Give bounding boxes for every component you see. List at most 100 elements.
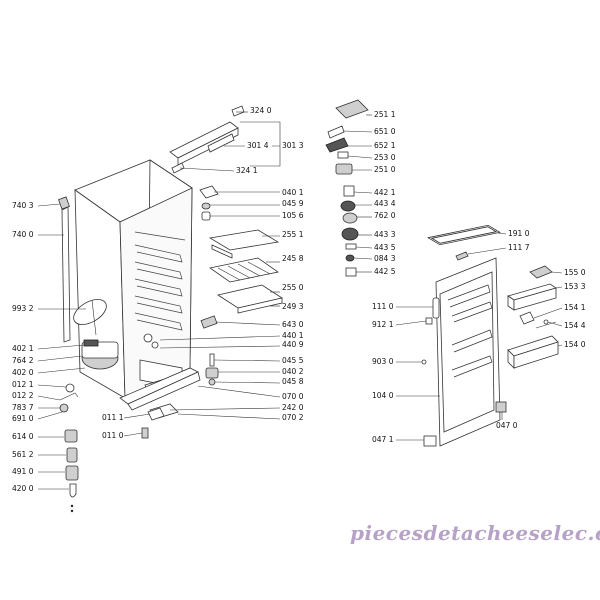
leader-line-p6430 — [215, 321, 281, 326]
leader-line-p4435 — [355, 246, 373, 249]
part-label-p2550: 255 0 — [282, 283, 304, 292]
part-label-p0111: 011 1 — [102, 413, 124, 422]
leader-line-p0110 — [123, 432, 143, 437]
leader-line-p4020 — [37, 367, 86, 374]
leader-line-p0458 — [214, 381, 281, 384]
part-label-p4421: 442 1 — [374, 188, 396, 197]
part-label-p9932: 993 2 — [12, 304, 34, 313]
fridge-cabinet — [74, 159, 201, 411]
part-label-p0110: 011 0 — [102, 431, 124, 440]
leader-line-p4021 — [37, 344, 85, 350]
part-label-p1540: 154 0 — [564, 340, 586, 349]
leader-line-p0455 — [213, 359, 281, 362]
gasket-strip-740 — [58, 196, 71, 343]
part-label-p0455: 045 5 — [282, 356, 304, 365]
part-label-p4425: 442 5 — [374, 267, 396, 276]
part-label-p4433: 443 3 — [374, 230, 396, 239]
part-label-p1040: 104 0 — [372, 391, 394, 400]
part-label-p2511: 251 1 — [374, 110, 396, 119]
part-label-p2530: 253 0 — [374, 153, 396, 162]
part-label-p1056: 105 6 — [282, 211, 304, 220]
leader-line-p1117 — [467, 247, 507, 255]
leader-line-p0843 — [353, 257, 373, 260]
part-label-p9030: 903 0 — [372, 357, 394, 366]
leader-line-p0702 — [177, 413, 281, 420]
leader-line-p0122 — [37, 395, 61, 401]
part-label-p4021: 402 1 — [12, 344, 34, 353]
part-label-p4409: 440 9 — [282, 340, 304, 349]
door-accessories — [507, 265, 559, 369]
part-label-p4910: 491 0 — [12, 467, 34, 476]
leader-line-p4409 — [159, 345, 281, 349]
leader-line-p3013 — [240, 121, 281, 167]
part-label-p1117: 111 7 — [508, 243, 530, 252]
part-label-p0459: 045 9 — [282, 199, 304, 208]
part-label-p2551: 255 1 — [282, 230, 304, 239]
part-label-p0401: 040 1 — [282, 188, 304, 197]
leader-line-p7642 — [37, 355, 83, 362]
part-label-p0471: 047 1 — [372, 435, 394, 444]
leader-line-p0121 — [37, 384, 67, 388]
part-label-p6910: 691 0 — [12, 414, 34, 423]
part-label-p1533: 153 3 — [564, 282, 586, 291]
part-label-p7620: 762 0 — [374, 211, 396, 220]
part-label-p1541: 154 1 — [564, 303, 586, 312]
part-label-p1110: 111 0 — [372, 302, 394, 311]
part-label-p2493: 249 3 — [282, 302, 304, 311]
part-label-p7837: 783 7 — [12, 403, 34, 412]
part-label-p6140: 614 0 — [12, 432, 34, 441]
part-label-p2510: 251 0 — [374, 165, 396, 174]
part-label-p3014: 301 4 — [247, 141, 269, 150]
part-label-p3241: 324 1 — [236, 166, 258, 175]
leader-line-p1910 — [497, 232, 507, 235]
part-label-p0121: 012 1 — [12, 380, 34, 389]
leader-line-p0111 — [123, 413, 151, 419]
part-label-p1550: 155 0 — [564, 268, 586, 277]
part-label-p0122: 012 2 — [12, 391, 34, 400]
leader-line-p0700 — [197, 385, 281, 398]
part-label-p6430: 643 0 — [282, 320, 304, 329]
leader-line-p1544 — [547, 321, 563, 327]
leader-line-p4401 — [159, 335, 281, 341]
part-label-p2458: 245 8 — [282, 254, 304, 263]
compressor — [59, 299, 119, 413]
part-label-p0700: 070 0 — [282, 392, 304, 401]
left-small-parts — [64, 429, 79, 513]
shelves — [200, 229, 284, 329]
thermostat-parts — [325, 99, 369, 277]
part-label-p4435: 443 5 — [374, 243, 396, 252]
part-label-p7400: 740 0 — [12, 230, 34, 239]
part-label-p6521: 652 1 — [374, 141, 396, 150]
part-label-p4401: 440 1 — [282, 331, 304, 340]
leader-line-p2420 — [169, 407, 281, 411]
leader-line-p4421 — [353, 191, 373, 194]
part-label-p6510: 651 0 — [374, 127, 396, 136]
leader-line-p1550 — [551, 271, 563, 274]
leader-line-p6510 — [343, 130, 373, 133]
part-label-p1544: 154 4 — [564, 321, 586, 330]
mid-small-parts — [141, 185, 219, 439]
part-label-p9121: 912 1 — [372, 320, 394, 329]
door-assembly — [421, 224, 507, 447]
part-label-p0843: 084 3 — [374, 254, 396, 263]
watermark-text: piecesdetacheeselec.com — [350, 521, 600, 545]
part-label-p4200: 420 0 — [12, 484, 34, 493]
part-label-p2420: 242 0 — [282, 403, 304, 412]
leader-line-p1541 — [533, 307, 563, 319]
part-label-p7642: 764 2 — [12, 356, 34, 365]
leader-line-p1533 — [555, 286, 563, 289]
leader-line-p2530 — [347, 155, 373, 159]
part-label-p0470: 047 0 — [496, 421, 518, 430]
part-label-p0702: 070 2 — [282, 413, 304, 422]
part-label-p0458: 045 8 — [282, 377, 304, 386]
part-label-p0402: 040 2 — [282, 367, 304, 376]
leader-line-p6910 — [37, 411, 63, 420]
part-label-p3013: 301 3 — [282, 141, 304, 150]
top-cover-parts — [169, 105, 245, 174]
leader-line-p9121 — [395, 320, 427, 326]
part-label-p4020: 402 0 — [12, 368, 34, 377]
leader-line-p3241 — [179, 167, 235, 172]
part-label-p7403: 740 3 — [12, 201, 34, 210]
